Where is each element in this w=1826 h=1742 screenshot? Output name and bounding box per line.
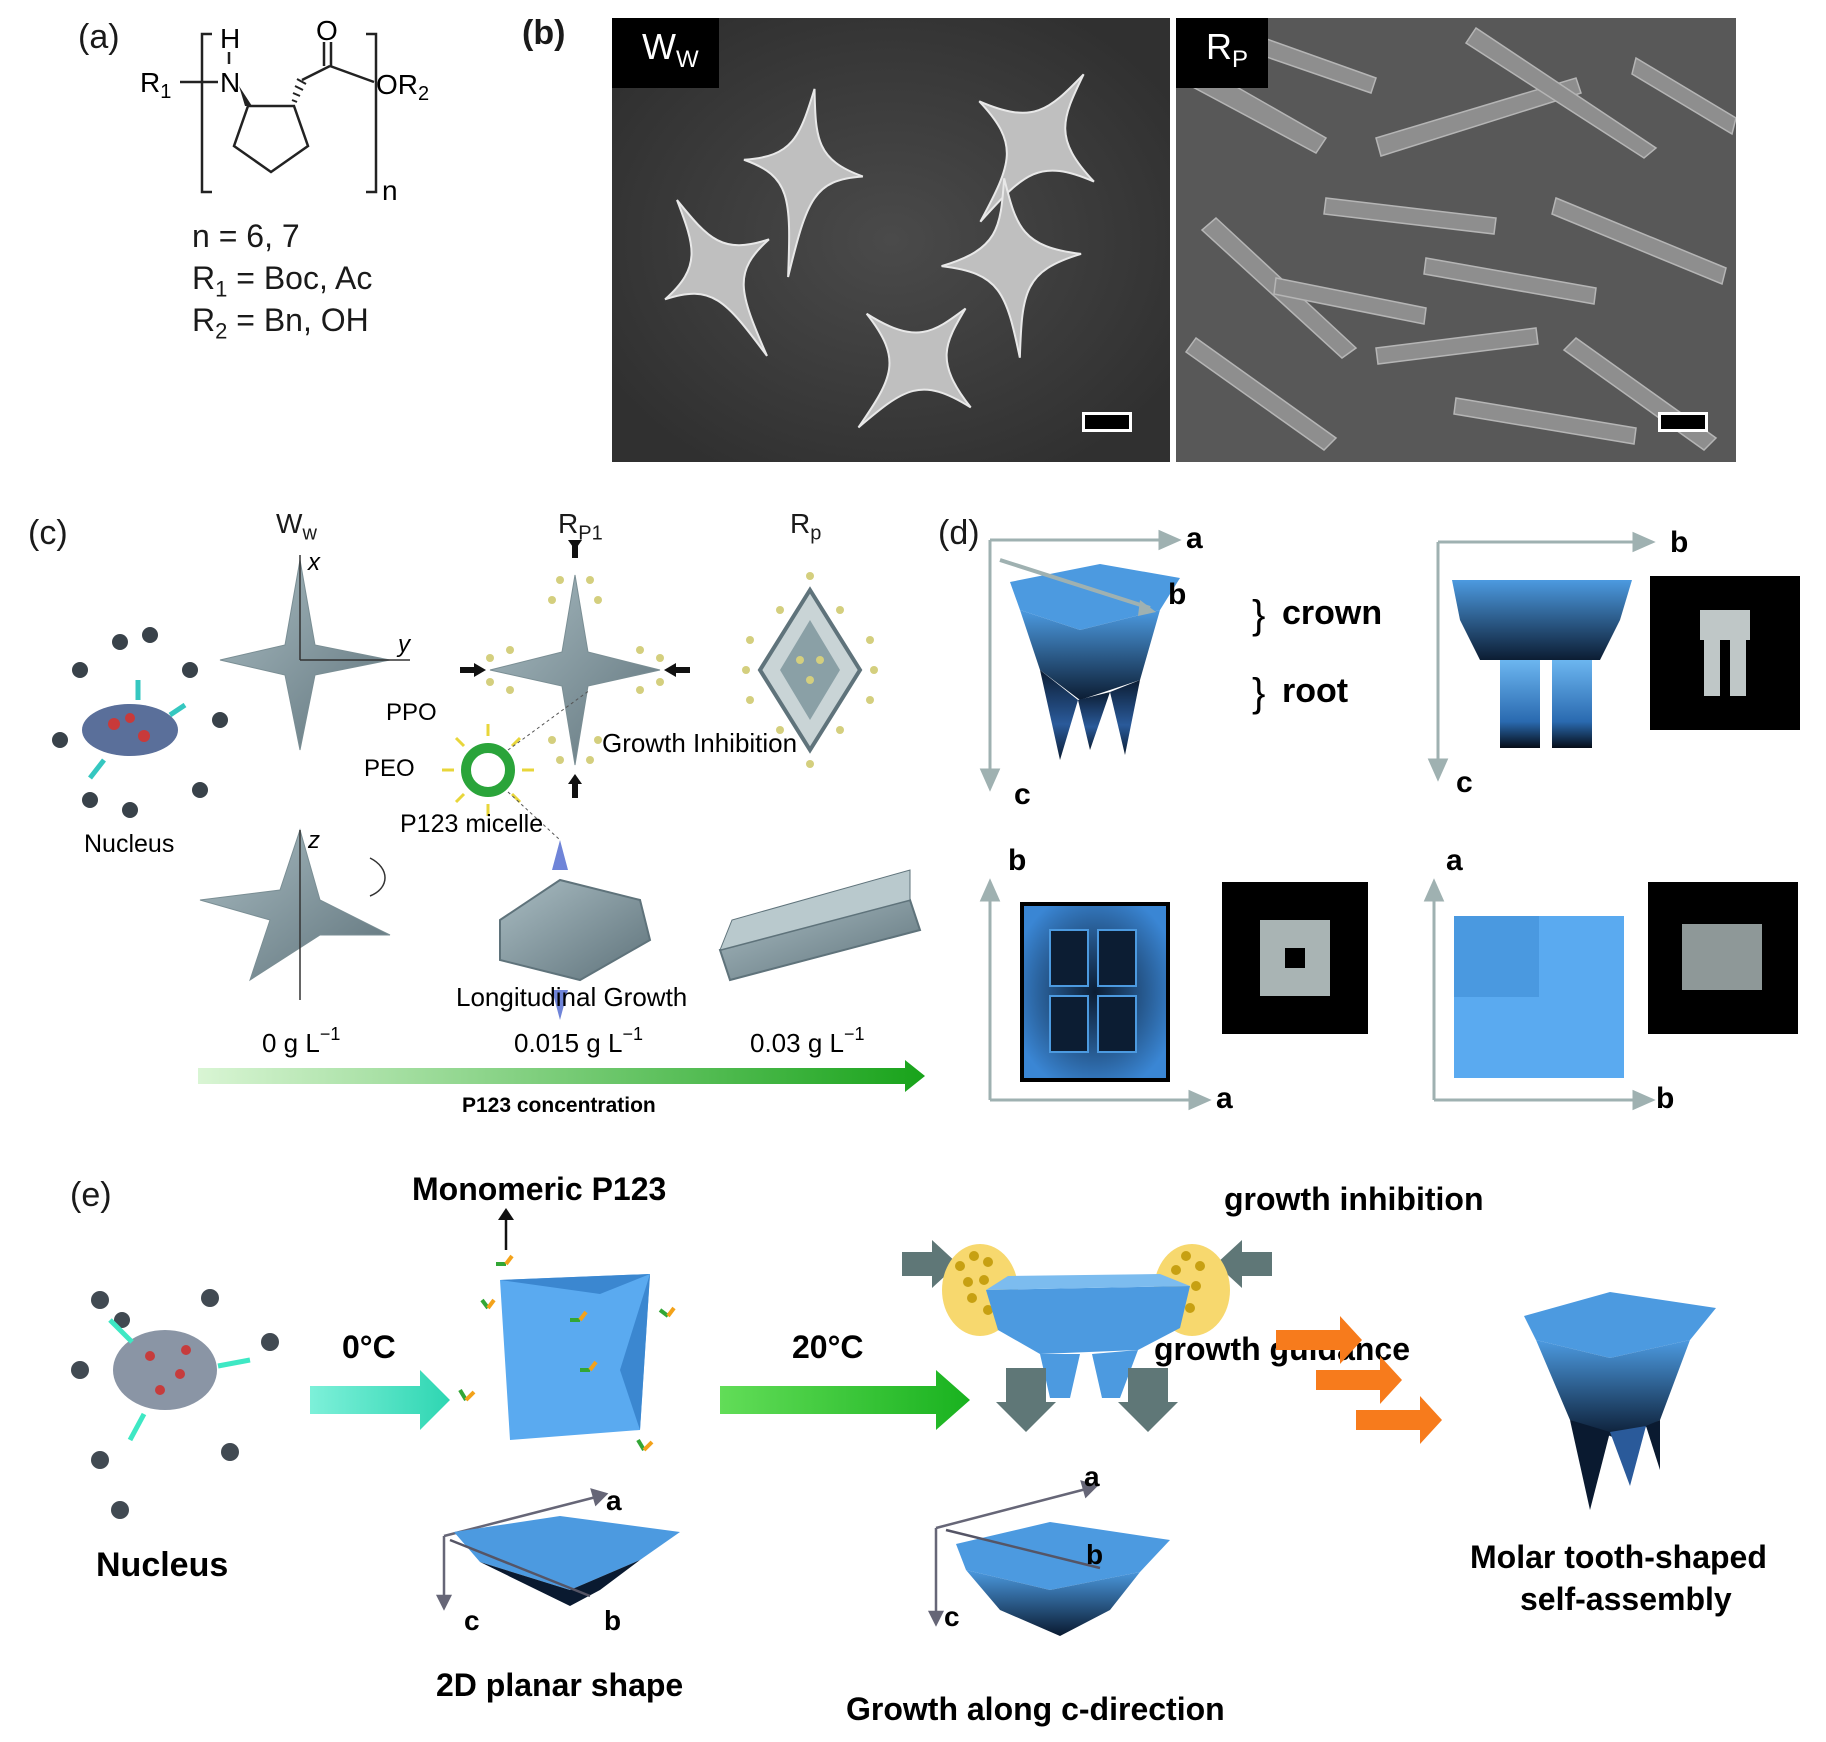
panel-c-label: (c) bbox=[28, 514, 68, 552]
panel-e-label: (e) bbox=[70, 1176, 112, 1214]
crown-label: crown bbox=[1282, 594, 1382, 632]
axis-z: z bbox=[307, 827, 320, 854]
sem-image-ww: WW bbox=[612, 18, 1170, 462]
d-a-3: a bbox=[1216, 1082, 1233, 1115]
axis-x: x bbox=[307, 549, 321, 576]
panel-a-line-3: R2 = Bn, OH bbox=[192, 302, 369, 344]
d-c-2: c bbox=[1456, 766, 1473, 799]
d-c-1: c bbox=[1014, 778, 1031, 811]
e-a-2: a bbox=[1084, 1461, 1100, 1492]
peptide-structure: H O R1 N OR2 n bbox=[140, 15, 429, 206]
d-b-1: b bbox=[1168, 578, 1186, 611]
e-a-1: a bbox=[606, 1485, 622, 1516]
sem-image-rp: RP bbox=[1176, 18, 1736, 462]
axis-y: y bbox=[396, 631, 412, 658]
e-c-1: c bbox=[464, 1605, 480, 1636]
d-b-3: b bbox=[1008, 844, 1026, 877]
col-label-ww: Ww bbox=[276, 508, 317, 545]
struct-o: O bbox=[316, 15, 338, 46]
d-a-4: a bbox=[1446, 844, 1463, 877]
struct-r1: R1 bbox=[140, 67, 171, 103]
brace-crown: } bbox=[1252, 593, 1265, 637]
peo-label: PEO bbox=[364, 755, 415, 782]
growth-inhibition-label-2: growth inhibition bbox=[1224, 1181, 1483, 1217]
nucleus-label: Nucleus bbox=[84, 830, 174, 858]
e-b-2: b bbox=[1086, 1539, 1103, 1570]
struct-n-repeat: n bbox=[382, 175, 398, 206]
conc-0: 0 g L−1 bbox=[262, 1024, 340, 1058]
d-a-1: a bbox=[1186, 522, 1203, 555]
e-c-2: c bbox=[944, 1601, 960, 1632]
struct-or2: OR2 bbox=[376, 69, 429, 105]
d-b-2: b bbox=[1670, 526, 1688, 559]
longitudinal-label: Longitudinal Growth bbox=[456, 982, 687, 1012]
planar-label: 2D planar shape bbox=[436, 1667, 683, 1703]
brace-root: } bbox=[1252, 671, 1265, 715]
panel-d-label: (d) bbox=[938, 514, 980, 552]
d-b-4: b bbox=[1656, 1082, 1674, 1115]
root-label: root bbox=[1282, 672, 1348, 710]
col-label-rp: Rp bbox=[790, 508, 822, 545]
growth-inhibition-label-1: Growth Inhibition bbox=[602, 728, 797, 758]
struct-n-atom: N bbox=[220, 67, 240, 98]
panel-a-line-2: R1 = Boc, Ac bbox=[192, 260, 373, 302]
monomeric-label: Monomeric P123 bbox=[412, 1171, 666, 1207]
molar-label-2: self-assembly bbox=[1520, 1581, 1732, 1617]
scale-bar bbox=[1658, 412, 1708, 432]
sem-tag-ww: WW bbox=[612, 18, 719, 89]
tooth-orthographic-views: a b c } crown } root b c b a a b bbox=[979, 522, 1800, 1115]
molar-label-1: Molar tooth-shaped bbox=[1470, 1539, 1767, 1575]
p123-concentration-label: P123 concentration bbox=[462, 1094, 656, 1117]
conc-1: 0.015 g L−1 bbox=[514, 1024, 643, 1058]
col-label-rp1: RP1 bbox=[558, 508, 603, 545]
growth-schematic: x y Nucleus PPO PEO Growth Inhibition P1… bbox=[52, 540, 925, 1117]
struct-h: H bbox=[220, 23, 240, 54]
e-b-1: b bbox=[604, 1605, 621, 1636]
scale-bar bbox=[1082, 412, 1132, 432]
panel-a-label: (a) bbox=[78, 18, 120, 56]
sem-tag-rp: RP bbox=[1176, 18, 1269, 89]
temp-20: 20°C bbox=[792, 1329, 864, 1365]
conc-2: 0.03 g L−1 bbox=[750, 1024, 865, 1058]
nucleus-label-e: Nucleus bbox=[96, 1546, 228, 1584]
self-assembly-mechanism: Nucleus 0°C Monomeric P123 a b c 2D plan… bbox=[71, 1171, 1767, 1727]
panel-a-line-1: n = 6, 7 bbox=[192, 218, 300, 254]
growth-c-label: Growth along c-direction bbox=[846, 1691, 1225, 1727]
ppo-label: PPO bbox=[386, 699, 437, 726]
temp-0: 0°C bbox=[342, 1329, 396, 1365]
panel-b-label: (b) bbox=[522, 14, 566, 52]
micelle-label: P123 micelle bbox=[400, 810, 543, 838]
